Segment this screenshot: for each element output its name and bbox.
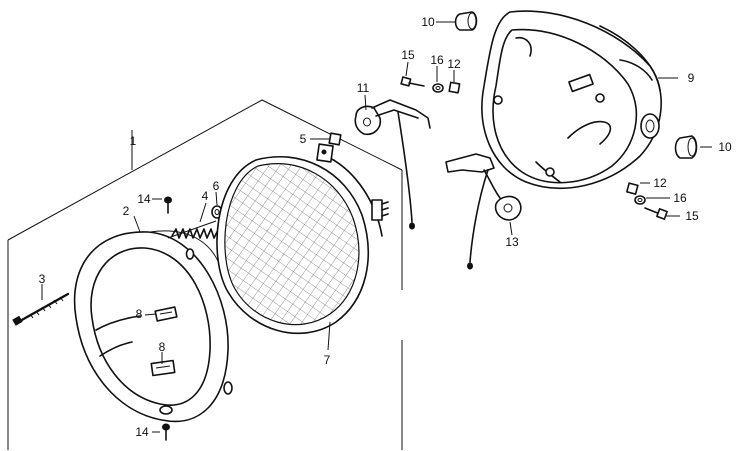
callout-15-lower: 15	[685, 209, 699, 223]
callout-12-upper: 12	[447, 57, 461, 71]
assembly-bracket	[7, 99, 403, 450]
callout-16-lower: 16	[673, 191, 687, 205]
callout-labels: 1 2 3 4 5 6 7 8 8 9 10 10 11 12 12 13 14…	[39, 15, 732, 439]
sealed-beam-unit	[216, 143, 389, 335]
callout-7: 7	[324, 353, 331, 367]
screw-lower	[162, 423, 170, 441]
grommet-upper	[454, 11, 478, 31]
callout-2: 2	[123, 204, 130, 218]
callout-1: 1	[130, 134, 137, 148]
callout-9: 9	[688, 71, 695, 85]
washer-upper	[432, 83, 444, 93]
callout-11: 11	[357, 81, 370, 95]
callout-15-upper: 15	[401, 48, 415, 62]
spring-nut	[328, 132, 342, 146]
callout-13: 13	[505, 235, 519, 249]
callout-12-lower: 12	[653, 176, 667, 190]
callout-10-lower: 10	[718, 140, 732, 154]
callout-6: 6	[213, 179, 220, 193]
headlight-case	[481, 10, 662, 189]
callout-4: 4	[202, 189, 209, 203]
screw-upper	[164, 196, 172, 214]
rim-nut-lower	[150, 359, 176, 377]
adjusting-spring	[167, 220, 219, 239]
callout-14-upper: 14	[137, 192, 151, 206]
adjusting-screw	[12, 292, 70, 326]
headlight-rim	[73, 230, 233, 423]
grommet-lower	[674, 135, 698, 159]
callout-5: 5	[300, 132, 307, 146]
nut-lower	[626, 182, 639, 195]
callout-8-lower: 8	[159, 340, 166, 354]
callout-16-upper: 16	[430, 53, 444, 67]
mounting-bracket-left	[354, 99, 431, 230]
rim-nut-upper	[154, 306, 178, 322]
callout-3: 3	[39, 272, 46, 286]
leader-lines	[41, 21, 712, 433]
callout-10-upper: 10	[421, 15, 435, 29]
nut-upper	[448, 81, 461, 94]
bolt-lower	[644, 207, 668, 220]
mounting-bracket-right	[445, 153, 522, 270]
washer-lower	[634, 195, 646, 205]
callout-8-upper: 8	[136, 307, 143, 321]
bolt-upper	[400, 76, 425, 87]
callout-14-lower: 14	[135, 425, 149, 439]
